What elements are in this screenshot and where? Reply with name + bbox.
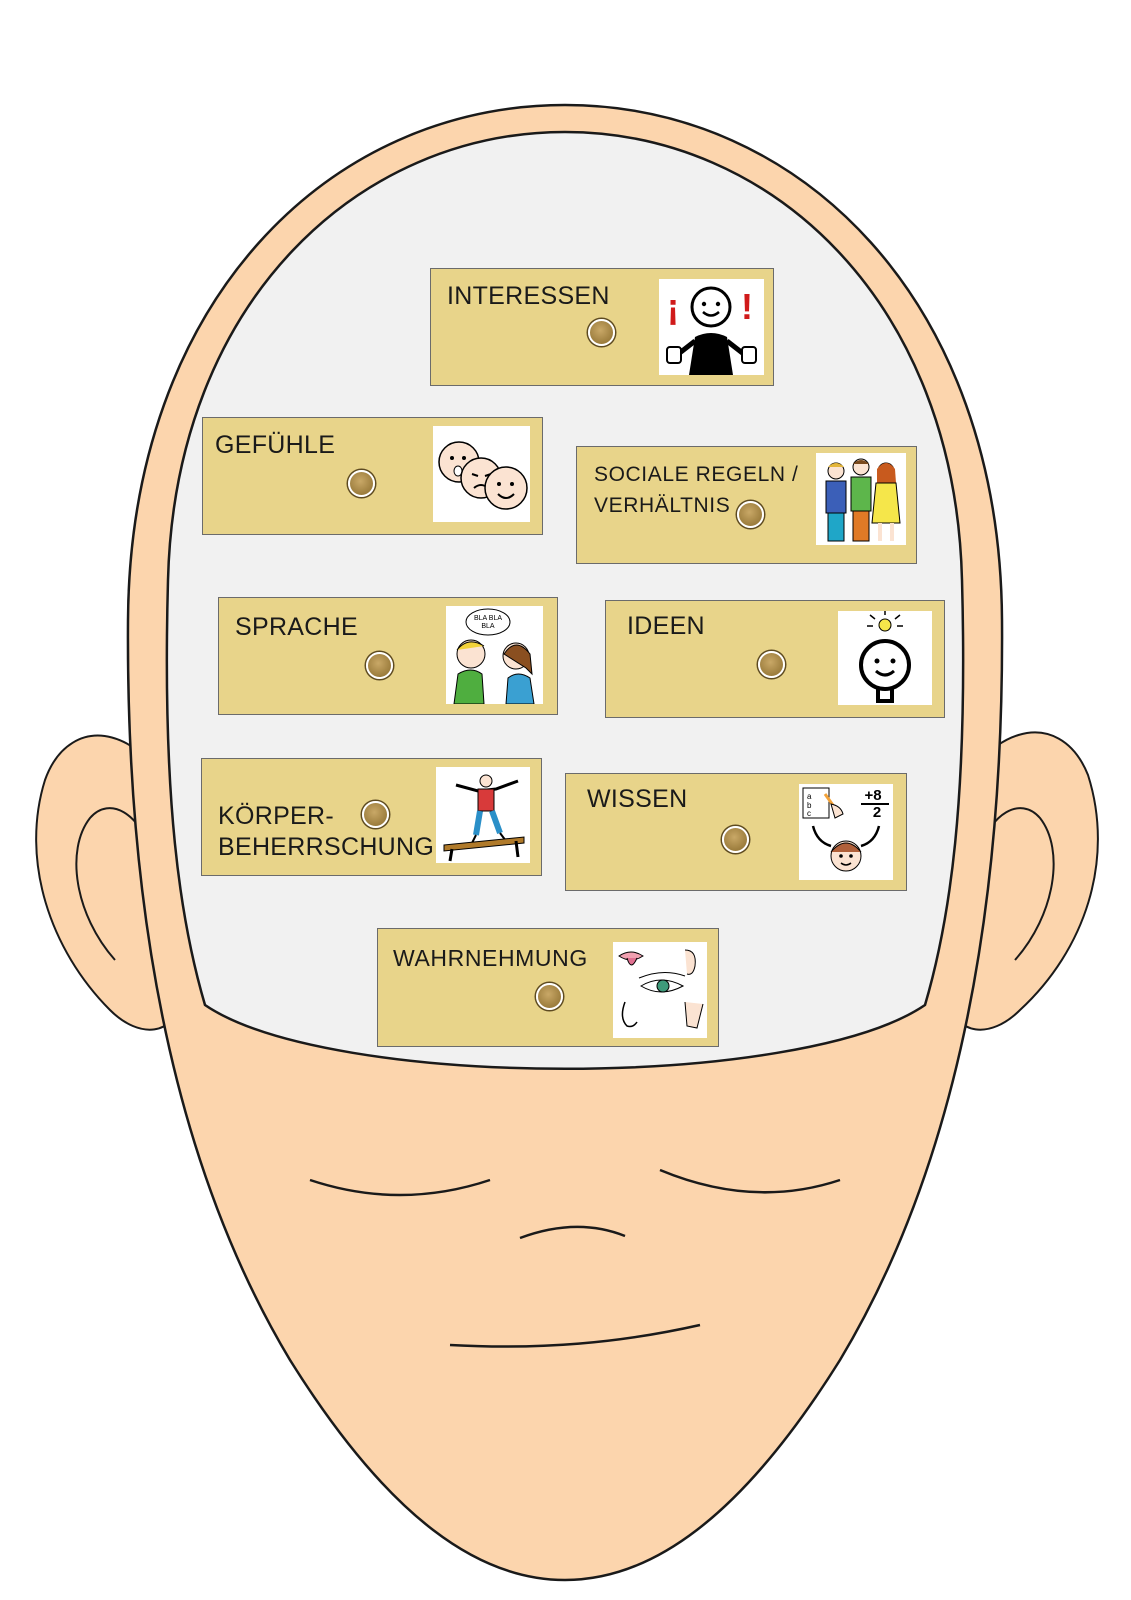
card-label: IDEEN bbox=[627, 612, 705, 640]
card-label: WAHRNEHMUNG bbox=[393, 945, 588, 971]
pin bbox=[588, 319, 615, 346]
card-label: GEFÜHLE bbox=[215, 431, 336, 459]
svg-text:b: b bbox=[807, 801, 812, 810]
speech-bubble-text: BLA BLA bbox=[474, 615, 502, 622]
enthusiastic-person-icon: ¡ ! bbox=[659, 279, 764, 375]
card-wahrnehmung[interactable]: WAHRNEHMUNG bbox=[377, 928, 719, 1047]
pin bbox=[737, 501, 764, 528]
right-eye bbox=[659, 1168, 841, 1194]
emotion-faces-icon bbox=[433, 426, 530, 522]
pin bbox=[366, 652, 393, 679]
card-label: INTERESSEN bbox=[447, 282, 610, 310]
card-interessen[interactable]: INTERESSEN ¡ ! bbox=[430, 268, 774, 386]
svg-text:a: a bbox=[807, 792, 812, 801]
mouth bbox=[449, 1323, 701, 1348]
card-label: SOCIALE REGELN / VERHÄLTNIS bbox=[594, 463, 799, 517]
nose bbox=[519, 1225, 626, 1240]
card-ideen[interactable]: IDEEN bbox=[605, 600, 945, 718]
senses-icon bbox=[613, 942, 707, 1038]
card-label: WISSEN bbox=[587, 785, 688, 813]
svg-text:2: 2 bbox=[873, 804, 881, 821]
pin bbox=[536, 983, 563, 1010]
pin bbox=[758, 651, 785, 678]
talking-children-icon: BLA BLA BLA bbox=[446, 606, 543, 704]
svg-text:!: ! bbox=[741, 286, 753, 327]
card-sociale[interactable]: SOCIALE REGELN / VERHÄLTNIS bbox=[576, 446, 917, 564]
pin bbox=[348, 470, 375, 497]
card-gefuehle[interactable]: GEFÜHLE bbox=[202, 417, 543, 535]
svg-text:BLA: BLA bbox=[481, 623, 495, 630]
learning-child-icon: a b c +8 2 bbox=[799, 784, 893, 880]
card-sprache[interactable]: SPRACHE BLA BLA BLA bbox=[218, 597, 558, 715]
svg-text:+8: +8 bbox=[864, 787, 881, 804]
card-koerper[interactable]: KÖRPER- BEHERRSCHUNG bbox=[201, 758, 542, 876]
card-label: SPRACHE bbox=[235, 613, 358, 641]
pin bbox=[362, 801, 389, 828]
left-eye bbox=[309, 1178, 491, 1197]
lightbulb-face-icon bbox=[838, 611, 932, 705]
card-wissen[interactable]: WISSEN a b c +8 2 bbox=[565, 773, 907, 891]
balance-beam-icon bbox=[436, 767, 530, 863]
card-label: KÖRPER- BEHERRSCHUNG bbox=[218, 802, 435, 861]
pin bbox=[722, 826, 749, 853]
svg-text:c: c bbox=[807, 809, 811, 818]
group-of-people-icon bbox=[816, 453, 906, 545]
svg-text:¡: ¡ bbox=[667, 286, 679, 327]
